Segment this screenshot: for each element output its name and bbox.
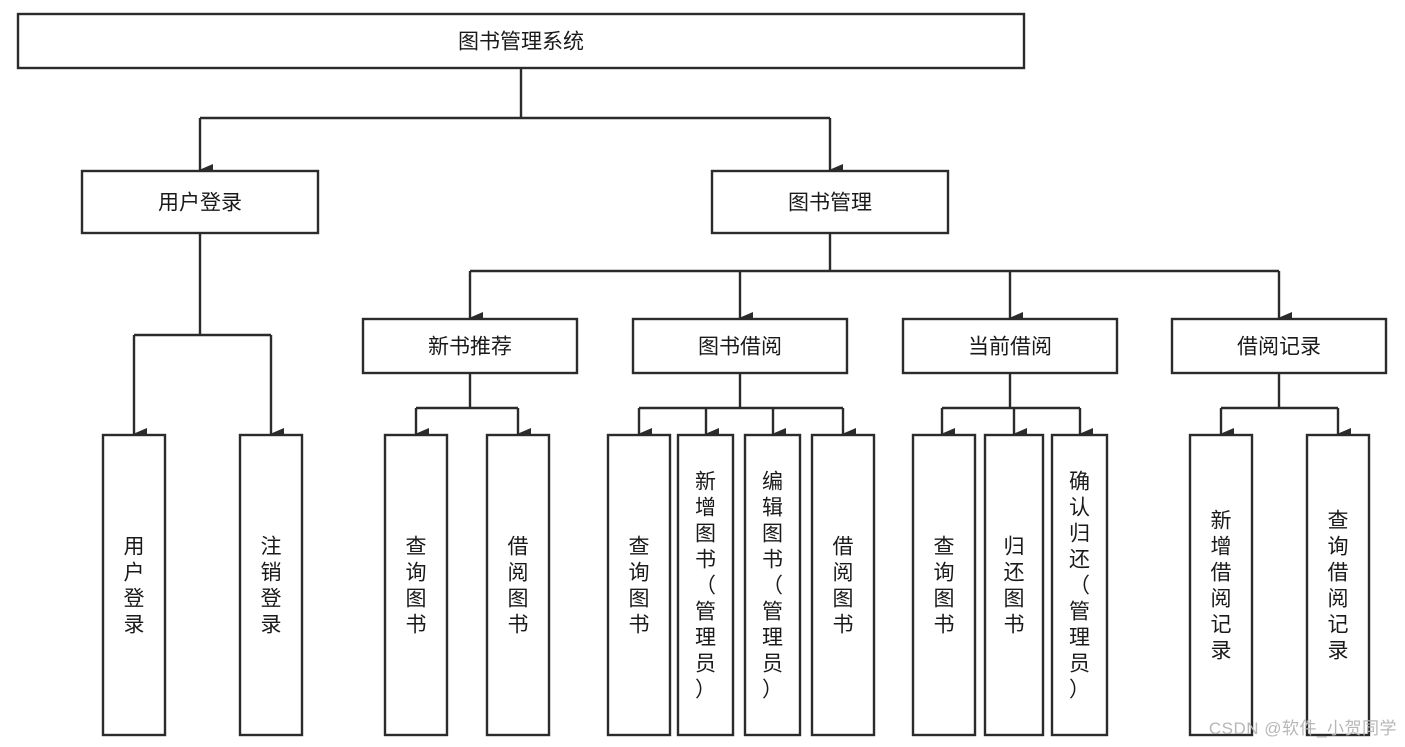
node-leaf-8-box[interactable]: [911, 433, 977, 737]
node-leaf-9-box[interactable]: [983, 433, 1045, 737]
node-root-图书管理系统-box[interactable]: [16, 12, 1026, 70]
node-leaf-12[interactable]: 查询借阅记录: [1305, 433, 1371, 737]
node-level3-0-box[interactable]: [361, 317, 579, 375]
node-leaf-4-label: 查询图书: [629, 535, 650, 636]
node-leaf-3-label: 借阅图书: [508, 535, 529, 636]
node-level3-0[interactable]: 新书推荐: [361, 317, 579, 375]
node-root-图书管理系统[interactable]: 图书管理系统: [16, 12, 1026, 70]
node-level3-1[interactable]: 图书借阅: [631, 317, 849, 375]
node-level2-1-box[interactable]: [710, 169, 950, 235]
node-leaf-5-box[interactable]: [676, 433, 735, 737]
node-leaf-6-label: 编辑图书（管理员）: [762, 470, 783, 701]
node-leaf-2[interactable]: 查询图书: [383, 433, 449, 737]
node-leaf-1-label: 注销登录: [261, 535, 282, 636]
node-leaf-11-label: 新增借阅记录: [1211, 509, 1232, 662]
node-level2-0-box[interactable]: [80, 169, 320, 235]
node-level2-0-label: 用户登录: [158, 192, 242, 215]
node-leaf-0-box[interactable]: [101, 433, 167, 737]
node-leaf-3[interactable]: 借阅图书: [485, 433, 551, 737]
node-boxes: 图书管理系统用户登录图书管理新书推荐图书借阅当前借阅借阅记录用户登录注销登录查询…: [16, 12, 1388, 737]
node-leaf-10-label: 确认归还（管理员）: [1069, 470, 1090, 701]
node-leaf-7[interactable]: 借阅图书: [810, 433, 876, 737]
node-leaf-11-box[interactable]: [1188, 433, 1254, 737]
node-level2-1-label: 图书管理: [788, 192, 872, 215]
node-leaf-7-box[interactable]: [810, 433, 876, 737]
node-level2-1[interactable]: 图书管理: [710, 169, 950, 235]
node-level3-0-label: 新书推荐: [428, 336, 512, 359]
node-leaf-7-label: 借阅图书: [833, 535, 854, 636]
node-root-图书管理系统-label: 图书管理系统: [458, 31, 584, 54]
node-leaf-10-box[interactable]: [1050, 433, 1109, 737]
node-level3-2-label: 当前借阅: [968, 336, 1052, 359]
node-leaf-1[interactable]: 注销登录: [238, 433, 304, 737]
node-leaf-2-box[interactable]: [383, 433, 449, 737]
node-leaf-4-box[interactable]: [606, 433, 672, 737]
node-leaf-3-box[interactable]: [485, 433, 551, 737]
node-level3-3-box[interactable]: [1170, 317, 1388, 375]
node-leaf-6[interactable]: 编辑图书（管理员）: [743, 433, 802, 737]
node-level3-2-box[interactable]: [901, 317, 1119, 375]
node-leaf-0-label: 用户登录: [124, 535, 145, 636]
node-level3-1-box[interactable]: [631, 317, 849, 375]
node-leaf-5[interactable]: 新增图书（管理员）: [676, 433, 735, 737]
node-leaf-5-label: 新增图书（管理员）: [695, 470, 716, 701]
node-level3-3-label: 借阅记录: [1237, 336, 1321, 359]
node-leaf-1-box[interactable]: [238, 433, 304, 737]
node-leaf-9-label: 归还图书: [1004, 535, 1025, 636]
node-leaf-11[interactable]: 新增借阅记录: [1188, 433, 1254, 737]
node-leaf-12-box[interactable]: [1305, 433, 1371, 737]
node-level3-2[interactable]: 当前借阅: [901, 317, 1119, 375]
node-leaf-9[interactable]: 归还图书: [983, 433, 1045, 737]
node-leaf-12-label: 查询借阅记录: [1328, 509, 1349, 662]
node-level3-3[interactable]: 借阅记录: [1170, 317, 1388, 375]
node-leaf-8[interactable]: 查询图书: [911, 433, 977, 737]
connector-lines: [132, 68, 1351, 440]
node-leaf-4[interactable]: 查询图书: [606, 433, 672, 737]
node-leaf-8-label: 查询图书: [934, 535, 955, 636]
node-level2-0[interactable]: 用户登录: [80, 169, 320, 235]
node-leaf-2-label: 查询图书: [406, 535, 427, 636]
node-leaf-10[interactable]: 确认归还（管理员）: [1050, 433, 1109, 737]
node-level3-1-label: 图书借阅: [698, 336, 782, 359]
node-leaf-6-box[interactable]: [743, 433, 802, 737]
node-leaf-0[interactable]: 用户登录: [101, 433, 167, 737]
